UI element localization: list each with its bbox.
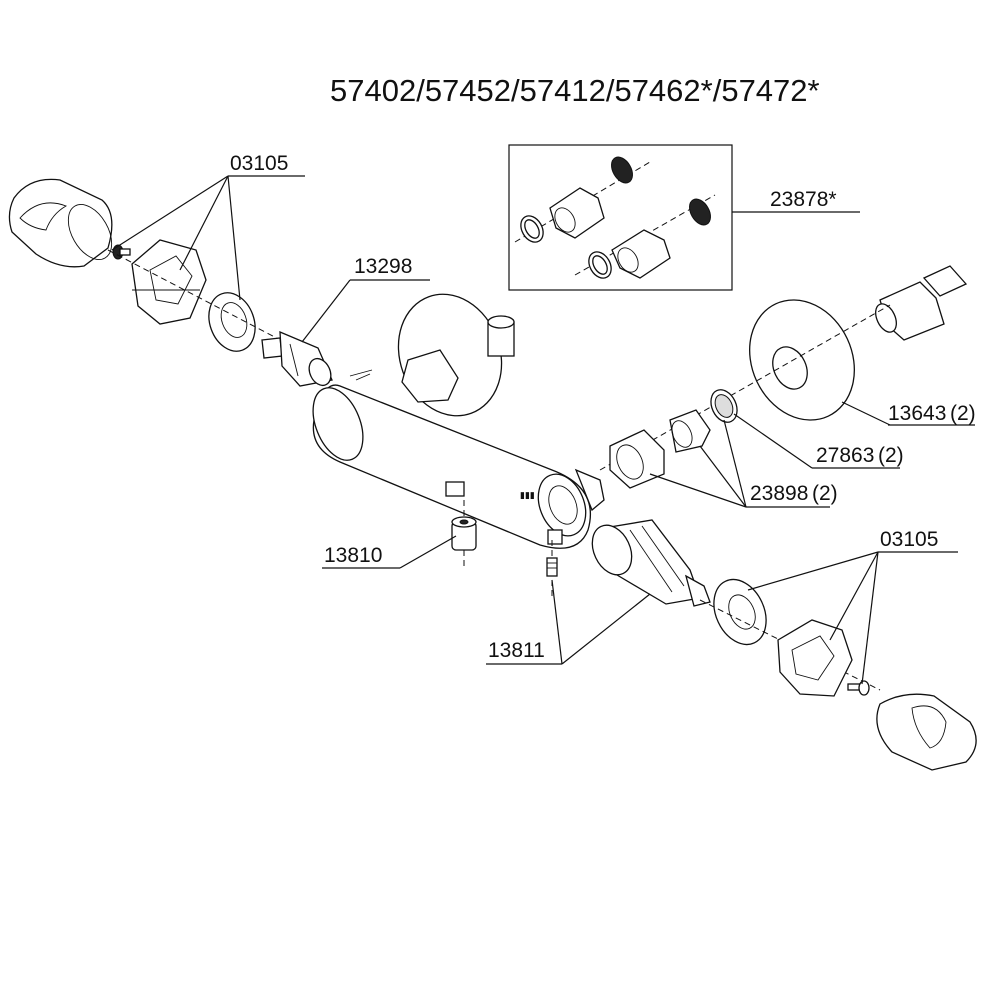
qty-27863: (2) [878, 444, 904, 467]
part-27863: 27863 [816, 444, 874, 467]
part-13643: 13643 [888, 402, 946, 425]
part-03105-bottom: 03105 [880, 528, 938, 551]
handle-cap-top [8, 178, 113, 268]
screw-top [112, 244, 131, 260]
cartridge-small [261, 330, 333, 387]
part-13810: 13810 [324, 544, 382, 567]
stop-13810 [451, 500, 477, 568]
part-13811: 13811 [488, 639, 545, 662]
escutcheon-disc [749, 299, 855, 421]
bonnet-bottom [713, 578, 767, 646]
screen [710, 389, 738, 423]
qty-23898: (2) [812, 482, 838, 505]
cartridge-large [591, 519, 711, 607]
handle-adapter-bottom [777, 619, 853, 697]
leaders-23898 [649, 419, 830, 508]
model-numbers-title: 57402/57452/57412/57462*/57472* [330, 73, 820, 108]
part-13298: 13298 [354, 255, 412, 278]
mixer-body: ▮▮▮ [312, 293, 605, 549]
qty-13643: (2) [950, 402, 976, 425]
leaders-03105-top [111, 175, 305, 301]
check-valve [669, 409, 711, 453]
union-nut [609, 429, 665, 489]
part-03105-top: 03105 [230, 152, 288, 175]
part-23898: 23898 [750, 482, 808, 505]
inset-box [508, 144, 733, 291]
eccentric-connector [875, 265, 968, 341]
leaders-03105-bottom [747, 551, 958, 685]
screw-bottom [847, 680, 870, 696]
handle-cap-bottom [876, 693, 977, 771]
leaders-13811 [486, 579, 651, 665]
handle-adapter-top [131, 239, 207, 325]
leader-13643 [841, 401, 891, 426]
bonnet-top [208, 292, 256, 352]
set-screw [546, 540, 558, 600]
svg-text:▮▮▮: ▮▮▮ [520, 491, 535, 501]
part-23878: 23878* [770, 188, 837, 211]
leader-27863 [733, 413, 813, 469]
